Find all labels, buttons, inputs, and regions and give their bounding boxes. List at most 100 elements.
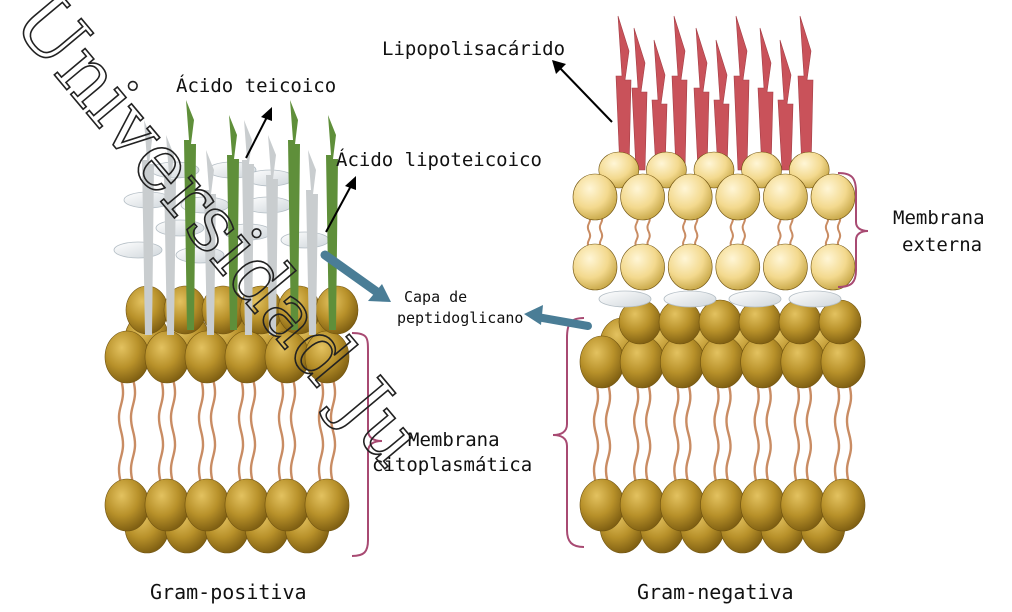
lipid-tail <box>790 215 792 248</box>
lipid-tail <box>291 379 295 483</box>
lipid-tail <box>239 379 243 483</box>
watermark-text: Universidad Ju <box>0 0 441 483</box>
lipid-tail <box>755 384 759 483</box>
peptidoglycan-pointer-right <box>524 305 588 326</box>
lipid-tail <box>847 384 851 483</box>
lipid-tail <box>826 215 828 248</box>
phospholipid-head <box>716 244 760 290</box>
lipid-tail <box>731 215 733 248</box>
phospholipid-head <box>105 331 149 383</box>
lipoteichoic-acid-label: Ácido lipoteicoico <box>336 148 542 171</box>
peptidoglycan-sheet <box>789 291 841 307</box>
lipid-tail <box>279 379 283 483</box>
phospholipid-head <box>668 244 712 290</box>
lipopolysaccharide-chain <box>734 16 749 170</box>
phospholipid-head <box>265 479 309 531</box>
phospholipid-head <box>305 479 349 531</box>
lipid-tail <box>251 379 255 483</box>
phospholipid-head <box>660 479 704 531</box>
lipid-tail <box>686 384 690 483</box>
phospholipid-head <box>573 244 617 290</box>
lipid-tail <box>726 384 730 483</box>
phospholipid-head <box>668 174 712 220</box>
lipid-tail <box>634 384 638 483</box>
lipid-tail <box>131 379 135 483</box>
lipid-tail <box>714 384 718 483</box>
phospholipid-head <box>741 479 785 531</box>
phospholipid-head <box>580 336 624 388</box>
gram-negative-membrane-bracket <box>553 318 584 547</box>
phospholipid-head <box>781 479 825 531</box>
gram-negative-outer-membrane <box>573 152 855 290</box>
peptidoglycan-label-line1: Capa de <box>404 288 467 306</box>
lipid-tail <box>778 215 780 248</box>
lipid-tail <box>743 215 745 248</box>
lipid-tail <box>594 384 598 483</box>
lipid-tail <box>211 379 215 483</box>
lipopolysaccharide-label: Lipopolisacárido <box>382 38 565 60</box>
peptidoglycan-sheet <box>114 242 162 258</box>
phospholipid-head <box>185 331 229 383</box>
lipopolysaccharide-chain <box>798 16 813 170</box>
outer-membrane-label-line1: Membrana <box>893 207 985 229</box>
lipopolysaccharide-chain <box>694 28 709 170</box>
lipid-tail <box>119 379 123 483</box>
phospholipid-head <box>105 479 149 531</box>
gram-negative-caption: Gram-negativa <box>637 580 794 604</box>
lipid-tail <box>199 379 203 483</box>
phospholipid-head <box>701 479 745 531</box>
phospholipid-head <box>621 244 665 290</box>
lipid-tail <box>647 215 649 248</box>
phospholipid-head <box>145 479 189 531</box>
phospholipid-head <box>621 174 665 220</box>
phospholipid-head <box>185 479 229 531</box>
phospholipid-head <box>225 479 269 531</box>
peptidoglycan-sheet <box>664 291 716 307</box>
lps-label-arrow <box>552 60 612 122</box>
teichoic-acid-label: Ácido teicoico <box>176 74 336 97</box>
peptidoglycan-label-line2: peptidoglicano <box>397 309 523 327</box>
lipopolysaccharide-chain <box>714 40 729 170</box>
outer-membrane-label-line2: externa <box>902 234 982 256</box>
lipopolysaccharide-chain <box>778 40 793 170</box>
peptidoglycan-sheet <box>599 291 651 307</box>
lipopolysaccharide-chain <box>616 16 631 170</box>
lipopolysaccharide-chains <box>616 16 813 170</box>
phospholipid-head <box>145 331 189 383</box>
gram-negative-cytoplasmic-membrane <box>580 318 865 553</box>
phospholipid-head <box>811 174 855 220</box>
gram-positive-caption: Gram-positiva <box>150 580 307 604</box>
phospholipid-head <box>580 479 624 531</box>
lipid-tail <box>635 215 637 248</box>
teichoic-label-arrow <box>246 107 272 158</box>
lipid-tail <box>606 384 610 483</box>
lipopolysaccharide-chain <box>672 16 687 170</box>
phospholipid-head <box>763 174 807 220</box>
phospholipid-head <box>620 479 664 531</box>
lipid-tail <box>171 379 175 483</box>
lipopolysaccharide-chain <box>758 28 773 170</box>
phospholipid-head <box>699 300 741 344</box>
lipid-tail <box>674 384 678 483</box>
lipopolysaccharide-chain <box>652 40 667 170</box>
lipid-tail <box>795 384 799 483</box>
lipid-tail <box>588 215 590 248</box>
lipopolysaccharide-chain <box>632 28 647 170</box>
lipid-tail <box>807 384 811 483</box>
lipid-tail <box>646 384 650 483</box>
lipid-tail <box>695 215 697 248</box>
phospholipid-head <box>811 244 855 290</box>
phospholipid-head <box>716 174 760 220</box>
peptidoglycan-sheet <box>729 291 781 307</box>
lipid-tail <box>159 379 163 483</box>
lipid-tail <box>683 215 685 248</box>
lipid-tail <box>600 215 602 248</box>
phospholipid-head <box>821 479 865 531</box>
lipid-tail <box>767 384 771 483</box>
phospholipid-head <box>763 244 807 290</box>
lipid-tail <box>835 384 839 483</box>
lipid-tail <box>838 215 840 248</box>
phospholipid-head <box>573 174 617 220</box>
